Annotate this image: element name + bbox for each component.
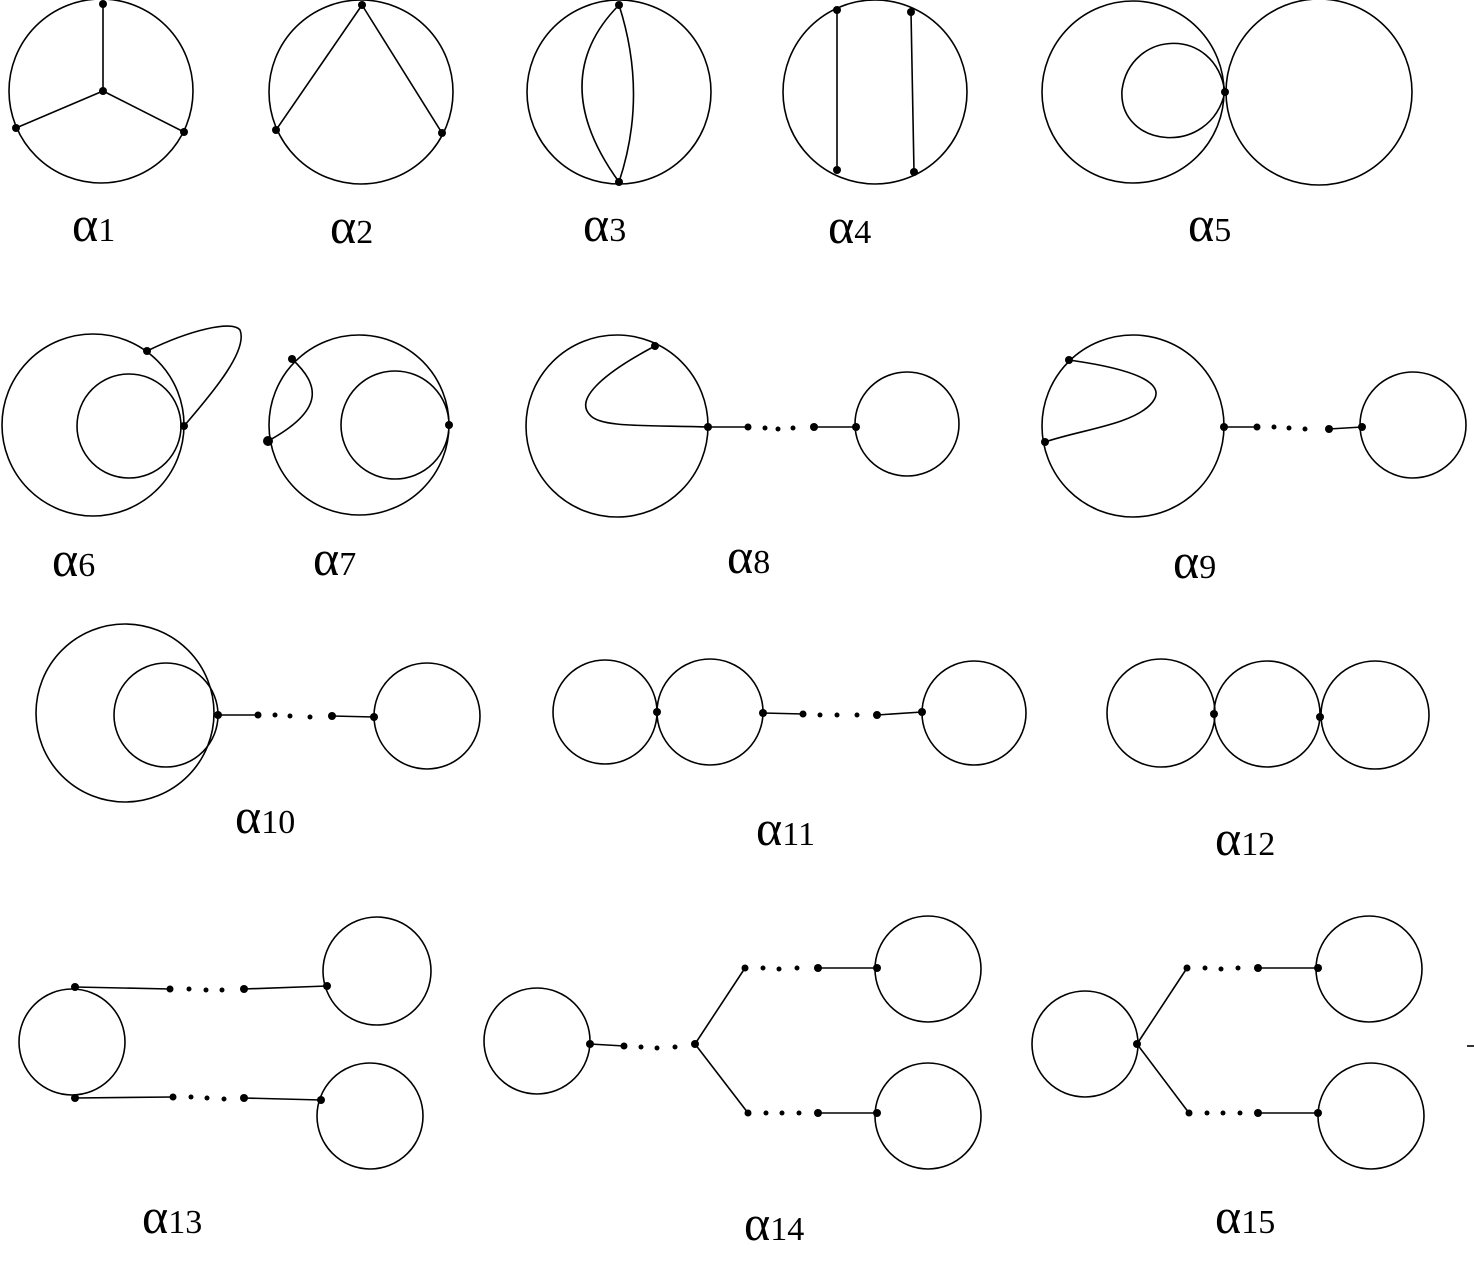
graph-alpha-2 [268,0,454,185]
graph-alpha-3 [526,0,712,186]
label-alpha-9: α9 [1173,533,1216,589]
graph-alpha-1 [8,0,194,184]
graph-alpha-9 [1041,334,1467,518]
graph-alpha-7 [263,334,453,516]
label-alpha-4: α4 [828,198,871,254]
graph-alpha-11 [552,658,1027,766]
label-alpha-12: α12 [1215,810,1275,866]
label-alpha-15: α15 [1215,1188,1275,1244]
label-alpha-1: α1 [72,196,115,252]
graph-alpha-8 [525,334,960,518]
label-alpha-10: α10 [235,788,295,844]
label-alpha-6: α6 [52,531,95,587]
label-alpha-5: α5 [1188,196,1231,252]
label-alpha-13: α13 [142,1188,202,1244]
label-alpha-2: α2 [330,198,373,254]
label-alpha-8: α8 [727,528,770,584]
graph-alpha-14 [483,915,982,1170]
graph-alpha-12 [1106,658,1430,770]
graph-alpha-4 [782,0,968,185]
graph-alpha-6 [1,325,242,517]
graph-alpha-10 [35,623,481,803]
graph-alpha-5 [1041,0,1413,186]
label-alpha-11: α11 [756,800,815,856]
label-alpha-7: α7 [313,530,356,586]
graph-alpha-13 [18,916,432,1170]
label-alpha-3: α3 [583,196,626,252]
graph-alpha-15 [1031,915,1425,1170]
label-alpha-14: α14 [744,1195,804,1251]
